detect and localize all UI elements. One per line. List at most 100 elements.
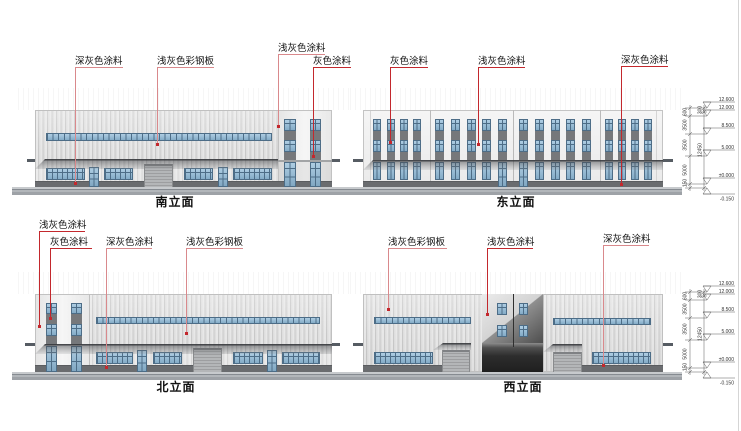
- overall-dimension-value: 300: [698, 290, 704, 299]
- leader-end-dot: [477, 143, 480, 146]
- gray-spandrel-panel: [413, 152, 421, 160]
- leader-line: [105, 248, 108, 369]
- window: [373, 119, 381, 131]
- leader-end-dot: [389, 141, 392, 144]
- bay-division-line: [600, 110, 601, 187]
- entrance-canopy: [35, 344, 332, 354]
- full-height-window: [284, 162, 296, 187]
- material-callout-label: 浅灰色彩钢板: [388, 237, 447, 249]
- leader-end-dot: [38, 325, 41, 328]
- level-value: -0.150: [720, 197, 734, 203]
- window: [310, 119, 321, 131]
- gray-spandrel-panel: [284, 152, 296, 160]
- material-callout-label: 深灰色涂料: [603, 234, 651, 246]
- gray-spandrel-panel: [482, 152, 491, 160]
- gray-spandrel-panel: [618, 131, 626, 140]
- gray-spandrel-panel: [413, 131, 421, 140]
- storey-dimension-value: 150: [683, 179, 689, 188]
- material-callout-label: 浅灰色涂料: [487, 237, 535, 249]
- dimension-tick: [687, 185, 693, 191]
- gray-spandrel-panel: [605, 131, 613, 140]
- window: [46, 303, 57, 314]
- window: [582, 140, 591, 152]
- window: [71, 303, 82, 314]
- leader-line: [277, 54, 280, 128]
- dimension-tick: [701, 109, 707, 115]
- material-callout-label: 浅灰色彩钢板: [186, 237, 244, 249]
- dimension-tick: [687, 337, 693, 343]
- leader-line: [477, 67, 480, 146]
- window: [497, 303, 507, 315]
- leader-line: [620, 66, 623, 186]
- level-value: 12.000: [719, 105, 735, 111]
- window: [566, 119, 575, 131]
- pilaster-edge-line: [370, 111, 371, 181]
- canopy-beam-stub: [663, 159, 673, 162]
- leader-end-dot: [620, 183, 623, 186]
- gray-spandrel-panel: [551, 152, 560, 160]
- leader-end-dot: [156, 143, 159, 146]
- window: [482, 119, 491, 131]
- dark-gray-plinth: [582, 365, 663, 372]
- roller-shutter-door: [442, 350, 470, 372]
- tower-canopy-line: [278, 160, 332, 162]
- dimension-tick: [687, 105, 693, 111]
- elevation-title: 南立面: [155, 195, 195, 209]
- storey-dimension-value: 3500: [683, 139, 689, 150]
- glass-door: [89, 167, 99, 187]
- ground-floor-window: [592, 352, 651, 364]
- gray-spandrel-panel: [373, 152, 381, 160]
- dimension-tick: [701, 105, 707, 111]
- window: [467, 140, 476, 152]
- gray-spandrel-panel: [498, 131, 507, 140]
- window: [413, 119, 421, 131]
- roller-shutter-door: [144, 164, 173, 187]
- canopy-beam-stub: [27, 159, 35, 162]
- stair-tower-coated-wall: [482, 294, 543, 343]
- dark-gray-plinth: [363, 181, 663, 187]
- gray-spandrel-panel: [519, 152, 528, 160]
- material-callout-label: 浅灰色涂料: [278, 43, 326, 55]
- door-canopy: [543, 344, 582, 352]
- dark-gray-plinth: [35, 365, 332, 372]
- gray-spandrel-panel: [498, 152, 507, 160]
- window: [482, 140, 491, 152]
- gray-spandrel-panel: [582, 152, 591, 160]
- storey-dimension-value: 3500: [683, 323, 689, 334]
- gray-spandrel-panel: [467, 152, 476, 160]
- leader-line: [38, 231, 41, 328]
- entrance-canopy: [35, 159, 278, 169]
- window: [387, 119, 395, 131]
- clerestory-window-strip: [553, 318, 651, 325]
- level-value: 5.000: [721, 145, 734, 151]
- material-callout-label: 深灰色涂料: [75, 56, 123, 68]
- ground-line: [350, 372, 682, 380]
- window: [566, 140, 575, 152]
- leader-line: [486, 248, 489, 316]
- window: [467, 119, 476, 131]
- material-callout-label: 灰色涂料: [50, 238, 92, 249]
- window: [400, 119, 408, 131]
- window: [519, 325, 528, 337]
- window: [46, 324, 57, 336]
- window: [618, 119, 626, 131]
- window: [551, 119, 560, 131]
- level-dimension-graphic: 12.60012.0008.5005.000±0.000-0.150600350…: [683, 97, 735, 203]
- level-value: ±0.000: [719, 173, 734, 179]
- gray-spandrel-panel: [400, 152, 408, 160]
- background-ghost-pattern: [18, 272, 350, 294]
- stair-tower-entrance-opening: [482, 343, 543, 372]
- storey-dimension-value: 3500: [683, 119, 689, 130]
- entrance-canopy: [363, 160, 663, 170]
- window: [284, 119, 296, 131]
- dimension-tick: [687, 297, 693, 303]
- window: [618, 140, 626, 152]
- dimension-tick: [687, 369, 693, 375]
- gray-spandrel-panel: [284, 131, 296, 140]
- gray-spandrel-panel: [644, 152, 652, 160]
- canopy-beam-stub: [332, 159, 340, 162]
- ground-floor-window: [374, 352, 433, 364]
- level-value: -0.150: [720, 381, 734, 387]
